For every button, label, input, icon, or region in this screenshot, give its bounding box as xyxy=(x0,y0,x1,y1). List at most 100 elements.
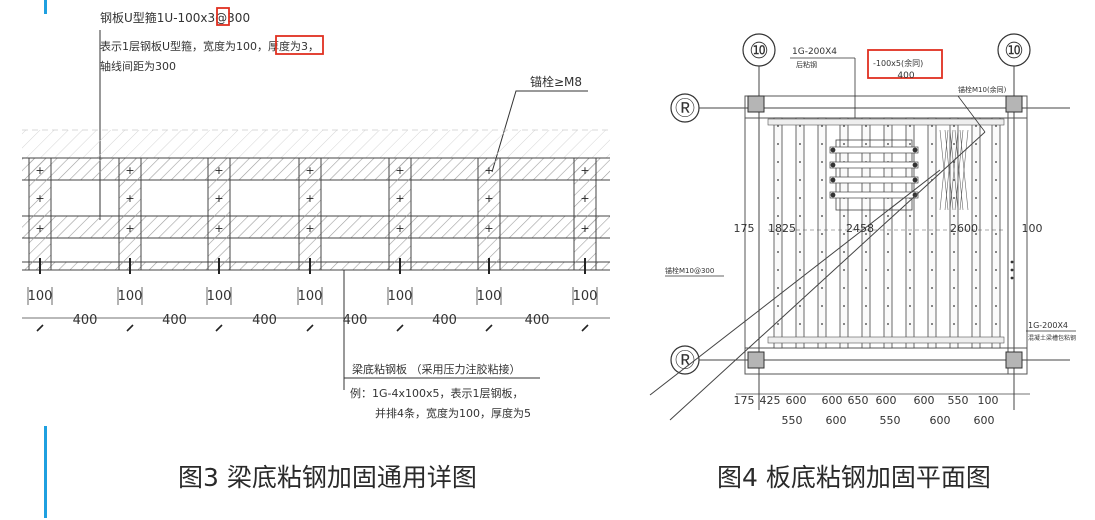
plate-anchor-dot xyxy=(909,143,911,145)
dimension-label-row1: 2458 xyxy=(846,222,874,235)
plate-anchor-dot xyxy=(909,305,911,307)
steel-plate-strip xyxy=(949,117,959,349)
anchor-bolt-mark: + xyxy=(395,164,404,177)
dense-hatch-line xyxy=(959,129,969,211)
plate-anchor-dot xyxy=(995,305,997,307)
right-plate-sub: 混凝土梁槽包粘钢 xyxy=(1028,334,1076,342)
plate-anchor-dot xyxy=(843,215,845,217)
steel-plate-strip xyxy=(773,117,783,349)
dense-hatch-line xyxy=(944,129,954,211)
strip-width-label: 100 xyxy=(298,289,323,304)
u-hoop-desc-line1: 表示1层钢板U型箍，宽度为100，厚度为3， xyxy=(100,39,319,53)
anchor-bolt-mark: + xyxy=(395,222,404,235)
plate-anchor-dot xyxy=(995,215,997,217)
dimension-label-row2: 650 xyxy=(848,394,869,407)
transverse-plate xyxy=(767,336,1005,344)
accent-bar-top xyxy=(44,0,47,14)
right-anchor-leader xyxy=(957,95,986,133)
plate-anchor-dot xyxy=(799,269,801,271)
plate-anchor-dot xyxy=(887,125,889,127)
opening-plate xyxy=(829,161,919,169)
highlight-box-thickness xyxy=(275,35,324,55)
opening-anchor xyxy=(830,147,836,153)
dimension-tick xyxy=(215,324,223,332)
plate-anchor-dot xyxy=(975,125,977,127)
steel-plate-strip xyxy=(927,117,937,349)
anchor-bolt-mark: + xyxy=(214,192,223,205)
anchor-bolt-mark: + xyxy=(484,164,493,177)
plate-anchor-dot xyxy=(799,287,801,289)
plate-anchor-dot xyxy=(953,179,955,181)
anchor-bolt-mark: + xyxy=(125,222,134,235)
plate-anchor-dot xyxy=(975,305,977,307)
plate-anchor-dot xyxy=(799,251,801,253)
anchor-bolt-mark: + xyxy=(395,192,404,205)
plate-anchor-dot xyxy=(821,233,823,235)
plate-anchor-dot xyxy=(843,323,845,325)
plate-anchor-dot xyxy=(953,197,955,199)
plate-anchor-dot xyxy=(865,143,867,145)
plate-anchor-dot xyxy=(777,179,779,181)
dimension-tick xyxy=(126,324,134,332)
plate-anchor-dot xyxy=(799,125,801,127)
opening-plate xyxy=(829,176,919,184)
plate-anchor-dot xyxy=(909,269,911,271)
diagonal-leader-2 xyxy=(669,131,986,421)
plate-anchor-dot xyxy=(931,215,933,217)
dense-hatch-line xyxy=(954,129,964,211)
strip-spacing-label: 400 xyxy=(432,313,457,328)
plate-anchor-dot xyxy=(953,323,955,325)
plate-anchor-dot xyxy=(777,143,779,145)
plate-anchor-dot xyxy=(777,215,779,217)
strip-spacing-label: 400 xyxy=(252,313,277,328)
plate-anchor-dot xyxy=(995,251,997,253)
plate-anchor-dot xyxy=(799,179,801,181)
plate-anchor-dot xyxy=(909,125,911,127)
axis-10-label-left: ⑩ xyxy=(749,39,769,64)
plate-anchor-dot xyxy=(777,125,779,127)
concrete-slab xyxy=(22,130,610,158)
plate-anchor-dot xyxy=(909,323,911,325)
plate-anchor-dot xyxy=(777,323,779,325)
slab-bottom-steel-plan-drawing: ⑩ ⑩ Ⓡ Ⓡ 1G-200X4 后粘钢 -100x5(余同) 400 锚栓M1… xyxy=(649,33,1076,427)
steel-plate-strip xyxy=(971,117,981,349)
dimension-label-row3: 600 xyxy=(974,414,995,427)
opening-frame xyxy=(835,139,913,211)
strip-spacing-label: 400 xyxy=(162,313,187,328)
dimension-label-row3: 600 xyxy=(930,414,951,427)
anchor-bolt-mark: + xyxy=(580,222,589,235)
dimension-label-row1: 175 xyxy=(734,222,755,235)
axis-r-label-bottom: Ⓡ xyxy=(675,348,695,372)
plate-anchor-dot xyxy=(821,305,823,307)
plate-anchor-dot xyxy=(931,197,933,199)
steel-plate-strip xyxy=(839,117,849,349)
plate-anchor-dot xyxy=(975,323,977,325)
plate-anchor-dot xyxy=(799,197,801,199)
plate-anchor-dot xyxy=(821,143,823,145)
axis-r-label-top: Ⓡ xyxy=(675,96,695,120)
plate-anchor-dot xyxy=(953,143,955,145)
plate-anchor-dot xyxy=(843,269,845,271)
right-anchor-label: 锚栓M10(余同) xyxy=(958,85,1007,94)
opening-anchor xyxy=(912,192,918,198)
plate-anchor-dot xyxy=(975,233,977,235)
dimension-label-row2: 175 xyxy=(734,394,755,407)
plate-anchor-dot xyxy=(975,161,977,163)
plate-anchor-dot xyxy=(975,197,977,199)
bottom-plate-note-line2: 并排4条，宽度为100，厚度为5 xyxy=(375,406,531,420)
anchor-bolt-mark: + xyxy=(580,164,589,177)
plate-anchor-dot xyxy=(777,197,779,199)
plate-anchor-dot xyxy=(909,215,911,217)
anchor-bolt-mark: + xyxy=(305,222,314,235)
plate-anchor-dot xyxy=(865,287,867,289)
steel-plate-strip xyxy=(817,117,827,349)
plate-anchor-dot xyxy=(975,179,977,181)
plate-anchor-dot xyxy=(777,161,779,163)
plate-anchor-dot xyxy=(821,161,823,163)
plate-anchor-dot xyxy=(821,215,823,217)
plate-anchor-dot xyxy=(887,305,889,307)
opening-anchor xyxy=(830,162,836,168)
anchor-bolt-mark: + xyxy=(305,164,314,177)
plate-anchor-dot xyxy=(777,287,779,289)
steel-plate-strip xyxy=(991,117,1001,349)
